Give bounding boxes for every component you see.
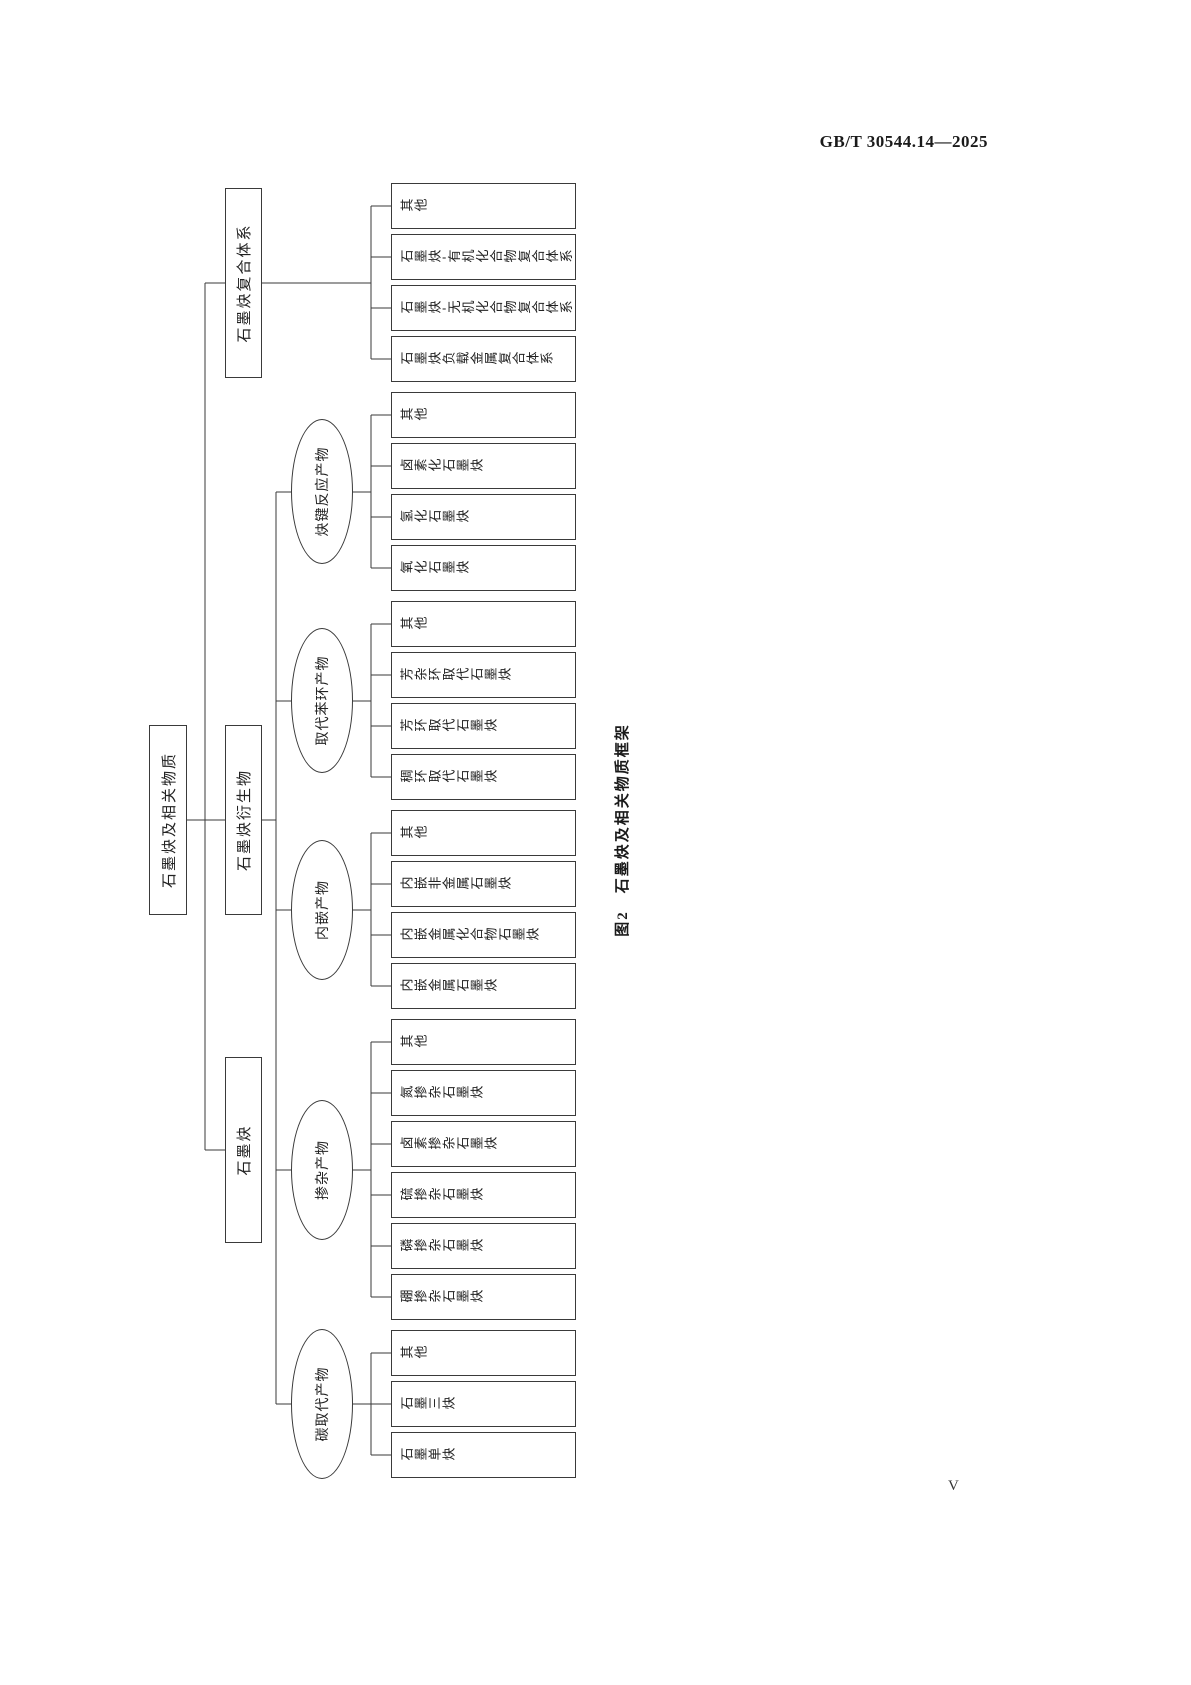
category-ellipse-alkyne-rxn: 炔键反应产物 <box>291 419 353 564</box>
node-label: 石墨炔衍生物 <box>236 769 253 872</box>
leaf-box: 其他 <box>391 183 576 229</box>
leaf-box: 石墨炔-有机化合物复合体系 <box>391 234 576 280</box>
leaf-box: 内嵌非金属石墨炔 <box>391 861 576 907</box>
standard-number: GB/T 30544.14—2025 <box>819 132 988 151</box>
page-number: V <box>948 1478 959 1494</box>
leaf-box: 芳杂环取代石墨炔 <box>391 652 576 698</box>
node-label: 掺杂产物 <box>314 1140 330 1200</box>
leaf-box: 氢化石墨炔 <box>391 494 576 540</box>
leaf-box: 磷掺杂石墨炔 <box>391 1223 576 1269</box>
node-box-derivatives: 石墨炔衍生物 <box>225 725 262 915</box>
leaf-box: 硼掺杂石墨炔 <box>391 1274 576 1320</box>
category-ellipse-carbon-sub: 碳取代产物 <box>291 1329 353 1479</box>
node-box-composites: 石墨炔复合体系 <box>225 188 262 378</box>
node-label: 石墨炔 <box>236 1124 253 1176</box>
leaf-box: 其他 <box>391 1019 576 1065</box>
node-label: 内嵌产物 <box>314 880 330 940</box>
category-ellipse-embedded: 内嵌产物 <box>291 840 353 980</box>
category-ellipse-benzene-sub: 取代苯环产物 <box>291 628 353 773</box>
category-ellipse-doped: 掺杂产物 <box>291 1100 353 1240</box>
node-label: 石墨炔及相关物质 <box>160 752 178 889</box>
leaf-box: 内嵌金属化合物石墨炔 <box>391 912 576 958</box>
leaf-box: 石墨单炔 <box>391 1432 576 1478</box>
leaf-box: 其他 <box>391 1330 576 1376</box>
leaf-box: 卤素掺杂石墨炔 <box>391 1121 576 1167</box>
leaf-box: 稠环取代石墨炔 <box>391 754 576 800</box>
leaf-box: 石墨炔负载金属复合体系 <box>391 336 576 382</box>
leaf-box: 内嵌金属石墨炔 <box>391 963 576 1009</box>
node-box-root: 石墨炔及相关物质 <box>149 725 187 915</box>
leaf-box: 石墨三炔 <box>391 1381 576 1427</box>
leaf-box: 石墨炔-无机化合物复合体系 <box>391 285 576 331</box>
connector-lines <box>187 205 391 1456</box>
figure-rotated-container: 石墨炔及相关物质 石墨炔 石墨炔衍生物 石墨炔复合体系 碳取代产物 掺杂产物 内… <box>145 180 665 1480</box>
figure-caption: 图2 石墨炔及相关物质框架 <box>615 723 631 937</box>
leaf-box: 卤素化石墨炔 <box>391 443 576 489</box>
node-label: 炔键反应产物 <box>314 446 330 537</box>
leaf-box: 其他 <box>391 392 576 438</box>
leaf-box: 氧化石墨炔 <box>391 545 576 591</box>
leaf-box: 芳环取代石墨炔 <box>391 703 576 749</box>
node-box-graphyne: 石墨炔 <box>225 1057 262 1243</box>
node-label: 石墨炔复合体系 <box>236 223 253 343</box>
node-label: 碳取代产物 <box>314 1366 330 1442</box>
leaf-box: 硫掺杂石墨炔 <box>391 1172 576 1218</box>
node-label: 取代苯环产物 <box>314 655 330 746</box>
leaf-box: 其他 <box>391 601 576 647</box>
leaf-box: 其他 <box>391 810 576 856</box>
leaf-box: 氮掺杂石墨炔 <box>391 1070 576 1116</box>
